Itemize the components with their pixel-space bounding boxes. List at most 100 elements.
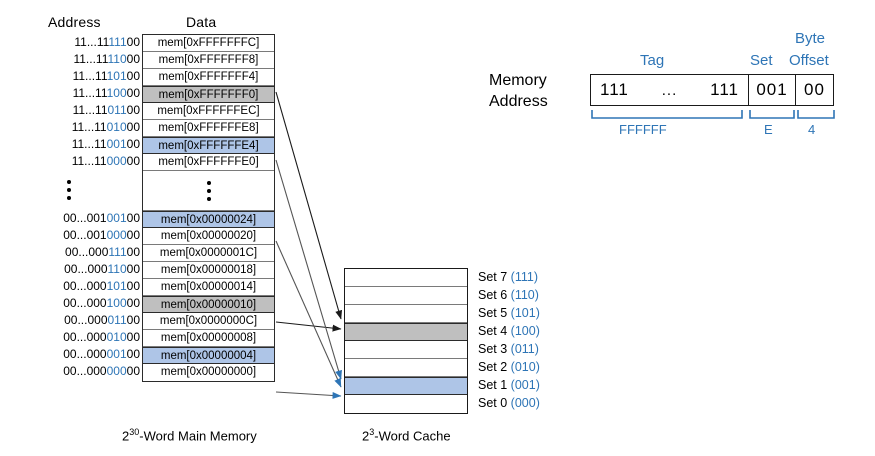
addr-offset-bits: 00	[126, 69, 140, 83]
bracket-label-offset-hex: 4	[808, 122, 816, 137]
memory-address-label: 11...1111100	[32, 34, 140, 51]
mm-caption-text: -Word Main Memory	[139, 428, 257, 444]
memory-address-label: 00...00011100	[32, 244, 140, 261]
cache-set-name: Set 2	[478, 360, 508, 374]
addr-offset-bits: 00	[126, 137, 140, 151]
memory-address-label-line1: Memory	[489, 72, 547, 89]
address-tag-field: 111 ... 111	[591, 75, 749, 105]
cache-set-label: Set 0 (000)	[478, 394, 540, 412]
cache-set-bits: (000)	[510, 396, 540, 410]
address-field-brackets	[591, 110, 835, 119]
addr-set-bits: 101	[106, 69, 127, 83]
bracket-label-set-hex: E	[764, 122, 773, 137]
addr-offset-bits: 00	[126, 86, 140, 100]
addr-tag-bits: 11...11	[71, 154, 107, 168]
cache-set-name: Set 6	[478, 288, 508, 302]
cache-set-bits: (100)	[510, 324, 540, 338]
addr-tag-bits: 00...001	[63, 228, 107, 242]
addr-set-bits: 001	[106, 137, 127, 151]
mm-caption-base: 2	[122, 428, 130, 444]
memory-data-cell: mem[0x00000014]	[143, 279, 274, 296]
memory-address-label: 00...00010100	[32, 278, 140, 295]
cache-set-row	[345, 395, 467, 413]
cache-set-row	[345, 377, 467, 395]
cache-set-label: Set 1 (001)	[478, 376, 540, 394]
addr-offset-bits: 00	[126, 313, 140, 327]
addr-set-bits: 110	[107, 262, 127, 276]
addr-offset-bits: 00	[126, 296, 140, 310]
addr-tag-bits: 11...11	[74, 35, 109, 49]
addr-tag-bits: 00...000	[63, 296, 107, 310]
addr-set-bits: 010	[106, 330, 127, 344]
memory-address-header: Address	[48, 14, 101, 30]
address-tag-right-bits: 111	[710, 80, 739, 99]
bracket-label-tag-hex: FFFFFF	[619, 122, 667, 137]
cache-set-bits: (010)	[510, 360, 540, 374]
memory-data-cell: mem[0x0000001C]	[143, 245, 274, 262]
memory-data-cell: mem[0x00000018]	[143, 262, 274, 279]
field-label-set: Set	[750, 52, 773, 69]
memory-address-label: 00...00011000	[32, 261, 140, 278]
memory-data-cell: mem[0xFFFFFFE0]	[143, 154, 274, 171]
arrow-blue-group	[275, 159, 342, 399]
memory-address-label: 00...00000000	[32, 363, 140, 380]
main-memory-table: mem[0xFFFFFFFC]mem[0xFFFFFFF8]mem[0xFFFF…	[142, 34, 275, 382]
addr-offset-bits: 00	[126, 52, 140, 66]
memory-address-label: 00...00001000	[32, 329, 140, 346]
cache-set-name: Set 5	[478, 306, 508, 320]
cache-set-row	[345, 287, 467, 305]
cache-caption-exponent: 3	[369, 427, 375, 437]
addr-tag-bits: 11...11	[71, 137, 107, 151]
cache-caption-base: 2	[362, 428, 370, 444]
addr-tag-bits: 11...11	[72, 69, 107, 83]
main-memory-caption: 230-Word Main Memory	[122, 427, 257, 443]
addr-set-bits: 110	[107, 52, 127, 66]
memory-data-ellipsis	[143, 171, 274, 211]
memory-address-label: 11...1111000	[32, 51, 140, 68]
addr-offset-bits: 00	[126, 154, 140, 168]
cache-set-label: Set 3 (011)	[478, 340, 540, 358]
memory-data-cell: mem[0x00000004]	[143, 347, 274, 364]
addr-offset-bits: 00	[126, 35, 140, 49]
cache-set-row	[345, 305, 467, 323]
memory-data-cell: mem[0xFFFFFFFC]	[143, 35, 274, 52]
mm-caption-exponent: 30	[129, 427, 140, 437]
addr-tag-bits: 11...11	[73, 52, 108, 66]
addr-offset-bits: 00	[126, 262, 140, 276]
cache-caption: 23-Word Cache	[362, 427, 451, 443]
cache-set-label: Set 6 (110)	[478, 286, 540, 304]
addr-offset-bits: 00	[126, 245, 140, 259]
address-bit-fields: 111 ... 111 001 00	[590, 74, 834, 106]
memory-address-label: 11...1101000	[32, 119, 140, 136]
memory-data-cell: mem[0x00000008]	[143, 330, 274, 347]
addr-tag-bits: 00...000	[63, 347, 107, 361]
addr-tag-bits: 11...11	[72, 103, 108, 117]
memory-data-cell: mem[0xFFFFFFF0]	[143, 86, 274, 103]
memory-data-cell: mem[0x00000020]	[143, 228, 274, 245]
cache-set-label: Set 7 (111)	[478, 268, 540, 286]
cache-set-row	[345, 323, 467, 341]
cache-set-bits: (110)	[510, 288, 539, 302]
memory-data-cell: mem[0xFFFFFFE8]	[143, 120, 274, 137]
addr-set-bits: 000	[106, 228, 127, 242]
memory-data-cell: mem[0x00000010]	[143, 296, 274, 313]
field-label-offset: Offset	[789, 52, 829, 69]
addr-offset-bits: 00	[126, 279, 140, 293]
cache-set-name: Set 3	[478, 342, 508, 356]
memory-data-cell: mem[0xFFFFFFEC]	[143, 103, 274, 120]
addr-offset-bits: 00	[126, 228, 140, 242]
cache-set-name: Set 1	[478, 378, 508, 392]
memory-data-header: Data	[186, 14, 217, 30]
addr-set-bits: 100	[106, 86, 127, 100]
cache-set-label: Set 5 (101)	[478, 304, 540, 322]
field-label-tag: Tag	[640, 52, 665, 69]
memory-address-label: 11...1100000	[32, 153, 140, 170]
addr-set-bits: 011	[107, 103, 127, 117]
memory-address-label: 00...00100000	[32, 227, 140, 244]
address-tag-left-bits: 111	[600, 80, 629, 99]
cache-set-name: Set 0	[478, 396, 508, 410]
memory-data-cell: mem[0x00000000]	[143, 364, 274, 381]
memory-address-label: 00...00010000	[32, 295, 140, 312]
addr-tag-bits: 00...000	[63, 330, 107, 344]
